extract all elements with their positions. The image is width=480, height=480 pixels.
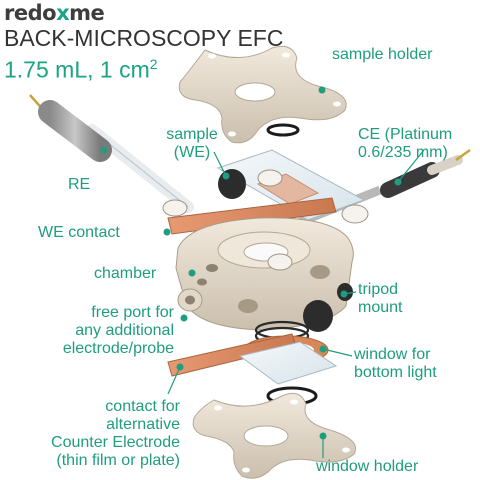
page-title: BACK-MICROSCOPY EFC bbox=[4, 25, 284, 51]
label-ce-line-2: 0.6/235 mm) bbox=[358, 144, 448, 161]
label-sample: sample (WE) bbox=[150, 126, 234, 162]
label-re: RE bbox=[68, 176, 91, 193]
label-ce-line-1: CE (Platinum bbox=[358, 126, 453, 143]
label-tripod-line-2: mount bbox=[358, 299, 403, 316]
label-free-port-line-1: free port for bbox=[91, 304, 174, 321]
we-contact-strip bbox=[167, 197, 337, 235]
label-alt-contact-line-4: (thin film or plate) bbox=[56, 452, 180, 469]
label-ce: CE (Platinum 0.6/235 mm) bbox=[358, 126, 452, 162]
label-sample-line-1: sample bbox=[166, 126, 218, 143]
label-window-line-1: window for bbox=[354, 346, 431, 363]
reference-electrode-part bbox=[29, 94, 194, 213]
o-ring bbox=[266, 123, 300, 137]
label-free-port: free port for any additional electrode/p… bbox=[6, 304, 174, 358]
label-chamber: chamber bbox=[94, 265, 157, 282]
window-holder-part bbox=[192, 392, 356, 479]
label-we-contact: WE contact bbox=[38, 224, 120, 241]
label-alt-contact: contact for alternative Counter Electrod… bbox=[4, 398, 180, 470]
subtitle-sup: 2 bbox=[149, 56, 158, 72]
label-alt-contact-line-3: Counter Electrode bbox=[51, 434, 180, 451]
label-window-holder: window holder bbox=[316, 458, 419, 475]
page-subtitle: 1.75 mL, 1 cm2 bbox=[4, 56, 158, 84]
subtitle-text: 1.75 mL, 1 cm bbox=[4, 56, 150, 83]
label-alt-contact-line-1: contact for bbox=[105, 398, 180, 415]
label-free-port-line-3: electrode/probe bbox=[62, 340, 174, 357]
label-window: window for bottom light bbox=[354, 346, 437, 382]
label-tripod-mount: tripod mount bbox=[358, 281, 402, 317]
sample-holder-part bbox=[178, 45, 347, 144]
thumb-screws bbox=[162, 169, 369, 271]
chamber-body bbox=[175, 217, 354, 331]
label-tripod-line-1: tripod bbox=[358, 281, 399, 298]
label-window-line-2: bottom light bbox=[354, 364, 437, 381]
brand-logo: redoxme bbox=[4, 1, 105, 25]
label-sample-line-2: (WE) bbox=[173, 144, 211, 161]
window-glass bbox=[238, 341, 338, 385]
free-port bbox=[177, 288, 203, 312]
leader-marks bbox=[100, 86, 425, 458]
label-sample-holder: sample holder bbox=[332, 46, 433, 63]
label-alt-contact-line-2: alternative bbox=[106, 416, 180, 433]
brand-name: redoxme bbox=[4, 1, 105, 25]
label-free-port-line-2: any additional bbox=[75, 322, 174, 339]
